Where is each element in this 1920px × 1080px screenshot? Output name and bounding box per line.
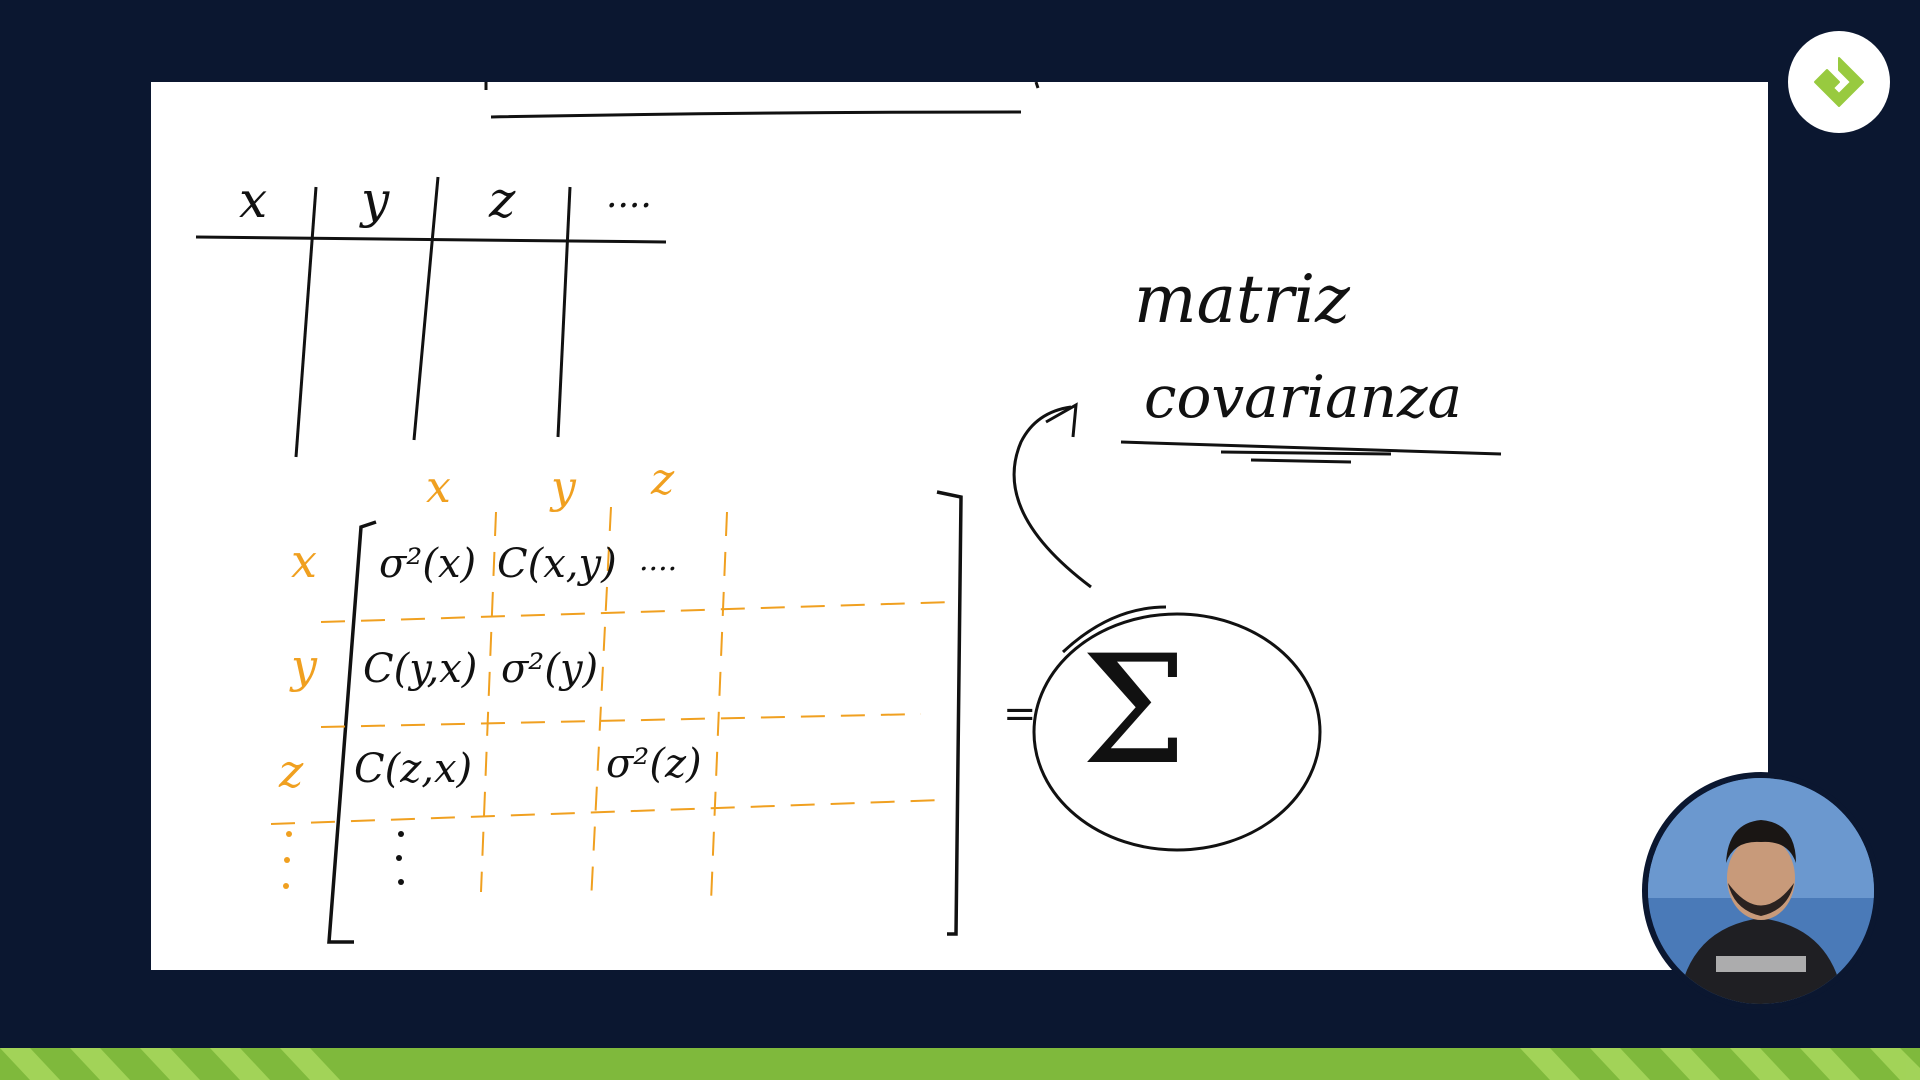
matrix-row-label-y: y	[289, 639, 318, 693]
matrix-row-label-x: x	[291, 534, 317, 588]
platzi-logo-icon	[1788, 31, 1890, 133]
partial-box-stroke	[484, 82, 1040, 119]
table-column-divider	[412, 176, 440, 441]
matrix-col-label-y: y	[549, 462, 577, 513]
matrix-row-continuation-dots	[283, 831, 292, 889]
matrix-cell-continuation-dots	[396, 831, 404, 885]
annotation-title-line1: matriz	[1134, 261, 1351, 338]
matrix-grid	[270, 506, 952, 903]
table-header-z: z	[488, 171, 516, 229]
matrix-cell-ellipsis: ....	[639, 543, 677, 578]
table-header-x: x	[239, 171, 267, 229]
matrix-cell-cov-xy: C(x,y)	[497, 541, 617, 587]
table-header-ellipsis: ....	[606, 175, 652, 216]
matrix-cell-cov-zx: C(z,x)	[354, 746, 472, 792]
matrix-col-label-z: z	[650, 454, 675, 505]
sigma-circle	[1032, 612, 1322, 852]
table-header-y: y	[359, 171, 390, 229]
matrix-row-label-z: z	[278, 744, 304, 798]
presenter-webcam	[1648, 778, 1874, 1004]
matrix-right-bracket	[936, 490, 963, 936]
sigma-symbol: Σ	[1081, 624, 1187, 798]
matrix-cell-var-x: σ²(x)	[379, 541, 476, 587]
matrix-left-bracket	[327, 520, 377, 944]
matrix-cell-var-y: σ²(y)	[501, 646, 598, 692]
annotation-title-line2: covarianza	[1144, 363, 1462, 431]
table-column-divider	[556, 186, 572, 438]
bottom-brand-band	[0, 1048, 1920, 1080]
sigma-circle-overstroke	[1061, 605, 1167, 654]
whiteboard-canvas: x y z .... x y z x y z σ²(x) C(x,y) ....	[151, 82, 1768, 970]
title-underline	[1120, 440, 1502, 464]
whiteboard-drawing: x y z .... x y z x y z σ²(x) C(x,y) ....	[195, 82, 1502, 944]
equals-sign: =	[1003, 691, 1037, 737]
arrow-head	[1045, 402, 1078, 438]
arrow-to-title	[1012, 405, 1092, 589]
table-column-divider	[294, 186, 318, 458]
matrix-col-label-x: x	[426, 462, 451, 513]
matrix-cell-var-z: σ²(z)	[606, 741, 702, 787]
matrix-cell-cov-yx: C(y,x)	[363, 646, 477, 692]
